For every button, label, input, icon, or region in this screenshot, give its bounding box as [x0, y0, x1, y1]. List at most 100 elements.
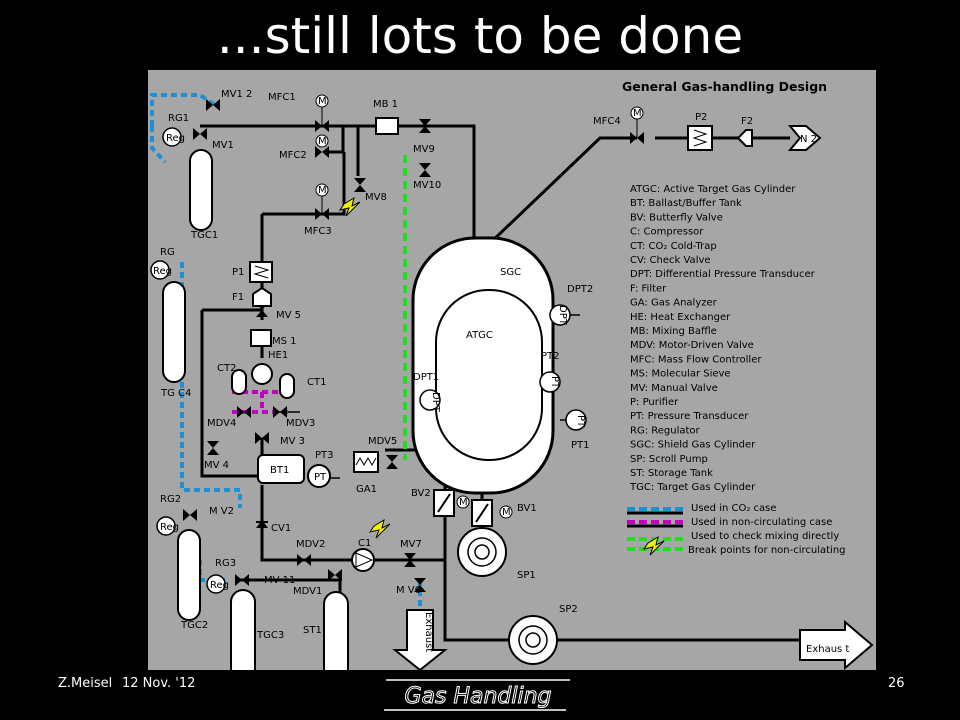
n2-source	[787, 125, 822, 151]
mixing-baffle	[375, 117, 399, 135]
legend-text-mixing: Used to check mixing directly	[691, 531, 839, 542]
compressor-c1	[351, 548, 375, 572]
tgc2-cylinder	[177, 529, 201, 621]
label-mv12: MV1 2	[221, 89, 252, 100]
label-reg4: Reg	[210, 580, 229, 591]
co2-line-top	[150, 93, 217, 126]
label-tgc3: TGC3	[256, 630, 284, 641]
label-ga1: GA1	[356, 484, 377, 495]
label-rg: RG	[160, 247, 175, 258]
label-mv2: M V2	[209, 506, 234, 517]
legend-abbreviation-item: MFC: Mass Flow Controller	[630, 354, 762, 365]
label-sgc: SGC	[500, 267, 521, 278]
label-reg2: Reg	[153, 266, 172, 277]
mv8-valve	[354, 178, 366, 192]
label-exhaust1: Exhaust	[423, 612, 434, 652]
label-pt-sym1: PT	[575, 415, 586, 428]
pt1-sensor	[565, 409, 587, 431]
label-reg3: Reg	[160, 522, 179, 533]
footer-page-number: 26	[888, 676, 905, 691]
label-pt1: PT1	[571, 440, 590, 451]
tgc3-cylinder	[230, 589, 256, 670]
label-tgc2: TGC2	[180, 620, 208, 631]
heat-exchanger	[251, 363, 273, 385]
label-cv1: CV1	[271, 523, 291, 534]
legend-abbreviation-item: ATGC: Active Target Gas Cylinder	[630, 184, 796, 195]
gas-handling-logo: Gas Handling	[384, 679, 570, 711]
legend-abbreviation-item: MV: Manual Valve	[630, 383, 718, 394]
pt2-sensor	[539, 371, 561, 393]
line-type-legend: Used in CO₂ case Used in non-circulating…	[627, 503, 846, 556]
legend-abbreviation-item: SGC: Shield Gas Cylinder	[630, 440, 756, 451]
cold-trap-ct1	[279, 373, 295, 399]
exhaust-arrow-down	[392, 609, 448, 670]
legend-abbreviation-item: DPT: Differential Pressure Transducer	[630, 269, 816, 280]
purifier-p2	[687, 125, 713, 151]
gas-analyzer-wave	[355, 456, 377, 467]
label-mv8: MV8	[365, 192, 387, 203]
label-rg3: RG3	[215, 558, 236, 569]
legend-abbreviation-item: C: Compressor	[630, 227, 704, 238]
diagram-canvas: MV1 2 RG1 Reg MV1 TGC1 MFC1 MFC2 MFC3 MB…	[150, 79, 874, 670]
label-mfc4: MFC4	[593, 116, 621, 127]
legend-abbreviation-item: SP: Scroll Pump	[630, 454, 708, 465]
label-tgc1: TGC1	[190, 230, 218, 241]
legend-abbreviation-item: GA: Gas Analyzer	[630, 298, 718, 309]
label-mv10: MV10	[413, 180, 441, 191]
label-mdv4: MDV4	[207, 418, 236, 429]
label-mv3: MV 3	[280, 436, 305, 447]
label-motor-bv1: M	[502, 507, 511, 518]
footer-date: 12 Nov. '12	[122, 676, 196, 691]
mv10-valve	[419, 163, 431, 177]
reg2-symbol	[150, 260, 170, 280]
reg1-symbol	[162, 127, 182, 147]
label-mdv2: MDV2	[296, 539, 325, 550]
label-mdv3: MDV3	[286, 418, 315, 429]
label-mv7: MV7	[400, 539, 422, 550]
filter-f1	[252, 286, 272, 307]
label-motor-mfc3: M	[318, 185, 327, 196]
legend-abbreviation-item: F: Filter	[630, 283, 667, 294]
label-rg2: RG2	[160, 494, 181, 505]
label-mv6: M V6	[396, 585, 421, 596]
reg4-symbol	[206, 574, 226, 594]
label-rg1: RG1	[168, 113, 189, 124]
label-mdv1: MDV1	[293, 586, 322, 597]
label-bt1: BT1	[270, 465, 289, 476]
purifier-p1-zigzag	[253, 265, 270, 279]
buffer-tank	[257, 454, 305, 484]
mv1-valve	[193, 128, 207, 140]
component-labels: MV1 2 RG1 Reg MV1 TGC1 MFC1 MFC2 MFC3 MB…	[153, 89, 849, 655]
legend-abbreviation-item: PT: Pressure Transducer	[630, 411, 749, 422]
legend-abbreviation-item: MS: Molecular Sieve	[630, 369, 731, 380]
legend-abbreviation-item: TGC: Target Gas Cylinder	[629, 482, 756, 493]
label-tgc4: TG C4	[160, 388, 191, 399]
footer-author: Z.Meisel	[58, 676, 113, 691]
label-f2: F2	[741, 116, 753, 127]
label-dpt-sym1: DPT	[430, 392, 441, 413]
label-ct2: CT2	[217, 363, 236, 374]
legend-abbreviation-item: BT: Ballast/Buffer Tank	[630, 198, 742, 209]
label-sp2: SP2	[559, 604, 578, 615]
label-mv1: MV1	[212, 140, 234, 151]
mfc2-valve	[315, 146, 329, 158]
label-bv2: BV2	[411, 488, 431, 499]
legend-abbreviation-item: CV: Check Valve	[630, 255, 711, 266]
diagram-header: General Gas-handling Design	[622, 79, 827, 94]
reg3-symbol	[156, 516, 176, 536]
gas-handling-diagram: MV1 2 RG1 Reg MV1 TGC1 MFC1 MFC2 MFC3 MB…	[148, 70, 876, 670]
label-dpt-sym2: DPT	[557, 305, 568, 326]
scroll-pump-sp2	[508, 615, 558, 665]
mdv4-valve	[237, 406, 251, 418]
legend-abbreviation-item: MB: Mixing Baffle	[630, 326, 717, 337]
label-n2: N 2	[800, 134, 817, 145]
label-st1: ST1	[303, 625, 322, 636]
purifier-p2-zigzag	[692, 129, 708, 147]
logo-text: Gas Handling	[404, 684, 551, 709]
label-mv4: MV 4	[204, 460, 229, 471]
pt3-sensor	[307, 464, 331, 488]
legend-abbreviation-item: P: Purifier	[630, 397, 679, 408]
mv2-valve	[183, 509, 197, 521]
label-pt-sym2: PT	[549, 376, 560, 389]
